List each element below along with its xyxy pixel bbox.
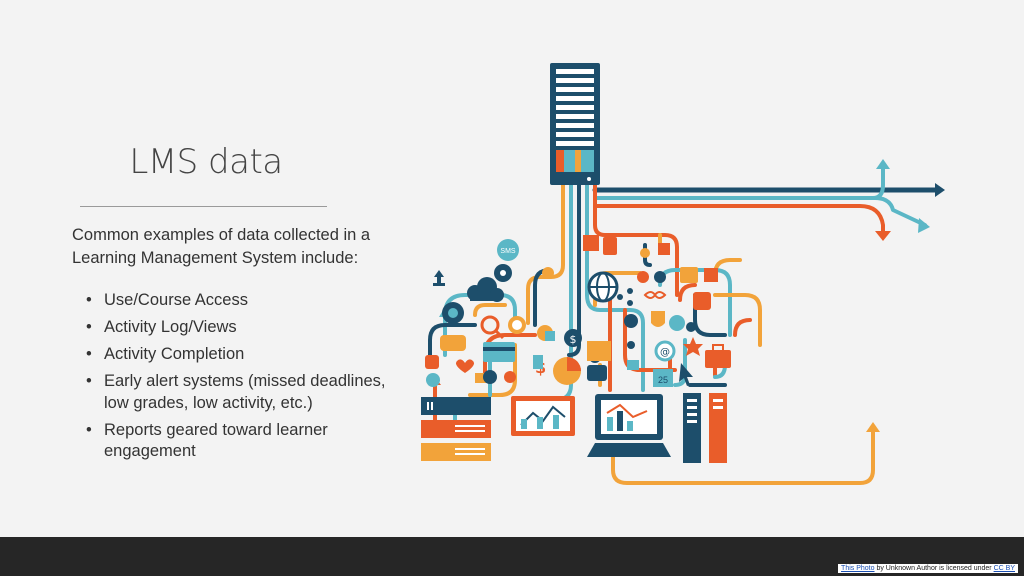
thumbs-up-icon — [658, 243, 670, 255]
webcam-icon — [442, 302, 464, 324]
bird-icon — [624, 314, 638, 328]
data-line-teal-up — [871, 165, 885, 200]
server-tower-icon — [550, 63, 600, 185]
svg-text:25: 25 — [658, 375, 668, 385]
monitor-chart-icon — [511, 396, 575, 436]
document-icon — [680, 267, 698, 283]
data-line-orange — [593, 204, 885, 235]
server-rack-red-icon — [709, 393, 727, 463]
data-line-gold-loop — [611, 428, 875, 485]
bullet-item: Activity Log/Views — [86, 317, 406, 339]
small-box-icon — [475, 373, 487, 383]
music-note-icon — [627, 341, 635, 349]
heart-icon — [456, 359, 474, 373]
database-stack-icon — [421, 397, 491, 461]
svg-text:$: $ — [570, 333, 577, 346]
chip-icon — [693, 292, 711, 310]
briefcase-icon — [705, 350, 731, 368]
star-icon — [683, 337, 703, 356]
bullet-item: Use/Course Access — [86, 290, 406, 312]
share-icon — [617, 288, 633, 306]
footer-bar: This Photo by Unknown Author is licensed… — [0, 537, 1024, 576]
credit-card-icon — [483, 342, 515, 362]
gear-small-icon — [686, 322, 696, 332]
photo-attribution: This Photo by Unknown Author is licensed… — [838, 564, 1018, 573]
cursor-icon — [679, 363, 693, 386]
title-underline — [80, 206, 327, 207]
server-rack-navy-icon — [683, 393, 701, 463]
bullet-item: Reports geared toward learner engagement — [86, 420, 406, 463]
film-strip-icon — [587, 341, 611, 361]
at-sign-icon — [654, 340, 676, 362]
bullet-item: Early alert systems (missed deadlines, l… — [86, 371, 406, 414]
attribution-text: by Unknown Author is licensed under — [874, 565, 994, 572]
calendar-icon: 25 — [653, 369, 673, 387]
svg-text:@: @ — [660, 347, 670, 358]
puzzle-icon — [583, 235, 599, 251]
lock-icon — [627, 360, 639, 370]
lightbulb-icon — [542, 267, 554, 279]
globe-icon — [587, 271, 619, 303]
cog-icon — [669, 315, 685, 331]
slide-title: LMS data — [129, 142, 283, 182]
cloud-icon — [467, 277, 504, 302]
shield-check-icon — [651, 311, 665, 327]
intro-text: Common examples of data collected in a L… — [72, 226, 371, 267]
download-icon — [704, 268, 718, 282]
gear-icon — [483, 370, 497, 384]
checkmark-icon — [426, 373, 440, 387]
photo-link[interactable]: This Photo — [841, 565, 875, 572]
svg-text:SMS: SMS — [500, 248, 516, 255]
compass-icon — [637, 271, 649, 283]
basketball-icon — [654, 271, 666, 283]
license-link[interactable]: CC BY — [993, 565, 1015, 572]
upload-icon — [433, 270, 445, 286]
data-network-illustration: SMS $ — [421, 63, 945, 485]
infinity-icon — [643, 291, 667, 299]
magnifier-icon — [480, 315, 505, 340]
speech-bubble-icon — [440, 335, 466, 351]
bullet-list: Use/Course Access Activity Log/Views Act… — [86, 290, 406, 468]
shield-icon — [425, 355, 439, 369]
rewind-icon — [587, 365, 607, 381]
laptop-icon — [587, 394, 671, 457]
rss-icon — [640, 248, 650, 258]
sms-bubble-icon: SMS — [497, 239, 519, 261]
calculator-icon — [603, 237, 617, 255]
bullet-item: Activity Completion — [86, 344, 406, 366]
